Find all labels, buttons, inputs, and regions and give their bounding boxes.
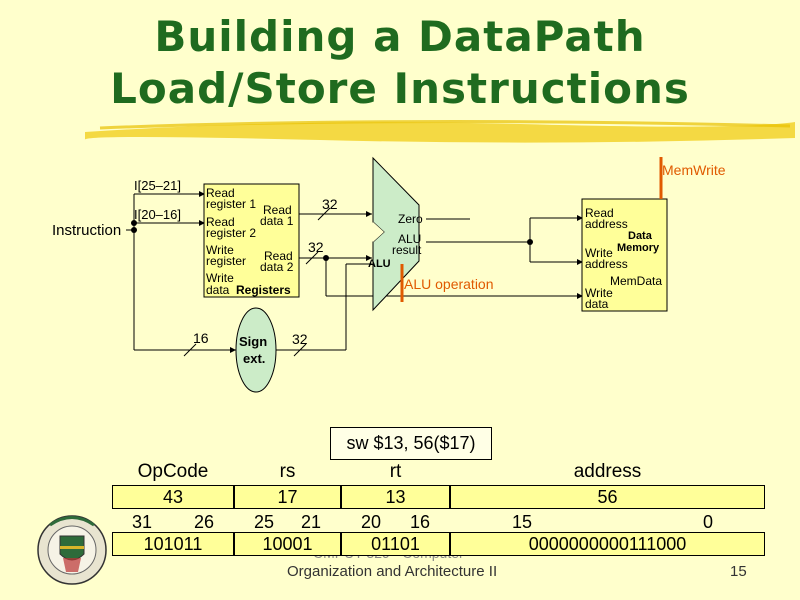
header-rt: rt [389, 461, 402, 482]
bus-32-b: 32 [308, 239, 324, 255]
mem-read-address-b: address [585, 217, 628, 231]
i20-16-label: I[20–16] [134, 207, 181, 222]
mem-data-label: MemData [610, 274, 662, 288]
mem-write-address-a: Write [585, 246, 613, 260]
sign-ext-a: Sign [239, 334, 267, 349]
title-underline [84, 122, 795, 143]
reg-read-data-1-a: Read [263, 203, 292, 217]
data-memory-block [581, 198, 668, 312]
alu-operation-label: ALU operation [404, 276, 494, 292]
reg-read-register-1-a: Read [206, 186, 235, 200]
decimal-address: 56 [450, 485, 765, 509]
reg-read-register-1-b: register 1 [206, 197, 256, 211]
header-opcode: OpCode [137, 461, 209, 482]
header-rs: rs [279, 461, 296, 482]
binary-row: 101011 10001 01101 0000000000111000 [112, 532, 765, 556]
mem-write-data-a: Write [585, 286, 613, 300]
binary-opcode: 101011 [112, 532, 234, 556]
binary-rs: 10001 [234, 532, 341, 556]
bit-31: 31 [132, 512, 153, 532]
registers-name: Registers [236, 283, 291, 297]
format-headers: OpCode rs rt address [112, 461, 765, 483]
page-number: 15 [730, 563, 747, 580]
reg-read-data-1-b: data 1 [260, 214, 294, 228]
bus-32-a: 32 [322, 196, 338, 212]
decimal-rt: 13 [341, 485, 450, 509]
sign-ext-b: ext. [243, 351, 265, 366]
sign-ext-block [235, 307, 277, 393]
mem-name-a: Data [628, 230, 653, 242]
i25-21-label: I[25–21] [134, 178, 181, 193]
alu-block [372, 156, 420, 312]
university-logo [37, 515, 107, 585]
mem-write-label: MemWrite [662, 162, 726, 178]
binary-address: 0000000000111000 [450, 532, 765, 556]
header-address: address [573, 461, 642, 482]
decimal-row: 43 17 13 56 [112, 485, 765, 509]
bit-range-row: 31 26 25 21 20 16 15 0 [112, 512, 765, 533]
title-underline-stroke [99, 119, 791, 130]
alu-zero: Zero [398, 212, 423, 226]
bit-25: 25 [254, 512, 275, 532]
reg-write-data-b: data [206, 283, 230, 297]
alu-name: ALU [368, 258, 391, 270]
bit-26: 26 [193, 512, 214, 532]
instruction-example-box: sw $13, 56($17) [330, 427, 492, 460]
bus-16: 16 [193, 330, 209, 346]
mem-read-address-a: Read [585, 206, 614, 220]
decimal-rs: 17 [234, 485, 341, 509]
bit-16: 16 [409, 512, 430, 532]
slide-title-line-1: Building a DataPath [154, 12, 646, 61]
bit-0: 0 [702, 512, 713, 532]
slide-title-line-2: Load/Store Instructions [110, 64, 690, 113]
bit-15: 15 [512, 512, 533, 532]
reg-read-register-2-a: Read [206, 215, 235, 229]
reg-write-register-b: register [206, 254, 246, 268]
mem-name-b: Memory [617, 242, 660, 254]
mem-write-data-b: data [585, 297, 609, 311]
decimal-opcode: 43 [112, 485, 234, 509]
reg-read-register-2-b: register 2 [206, 226, 256, 240]
registers-block [203, 183, 300, 298]
instruction-label: Instruction [52, 222, 121, 239]
reg-read-data-2-a: Read [264, 249, 293, 263]
reg-read-data-2-b: data 2 [260, 260, 294, 274]
bit-21: 21 [300, 512, 321, 532]
alu-result-b: result [392, 243, 422, 257]
footer-course-line-2: Organization and Architecture II [287, 563, 498, 580]
bit-20: 20 [361, 512, 382, 532]
mem-write-address-b: address [585, 257, 628, 271]
bus-32-c: 32 [292, 331, 308, 347]
reg-write-register-a: Write [206, 243, 234, 257]
reg-write-data-a: Write [206, 271, 234, 285]
alu-result-a: ALU [398, 232, 421, 246]
binary-rt: 01101 [341, 532, 450, 556]
